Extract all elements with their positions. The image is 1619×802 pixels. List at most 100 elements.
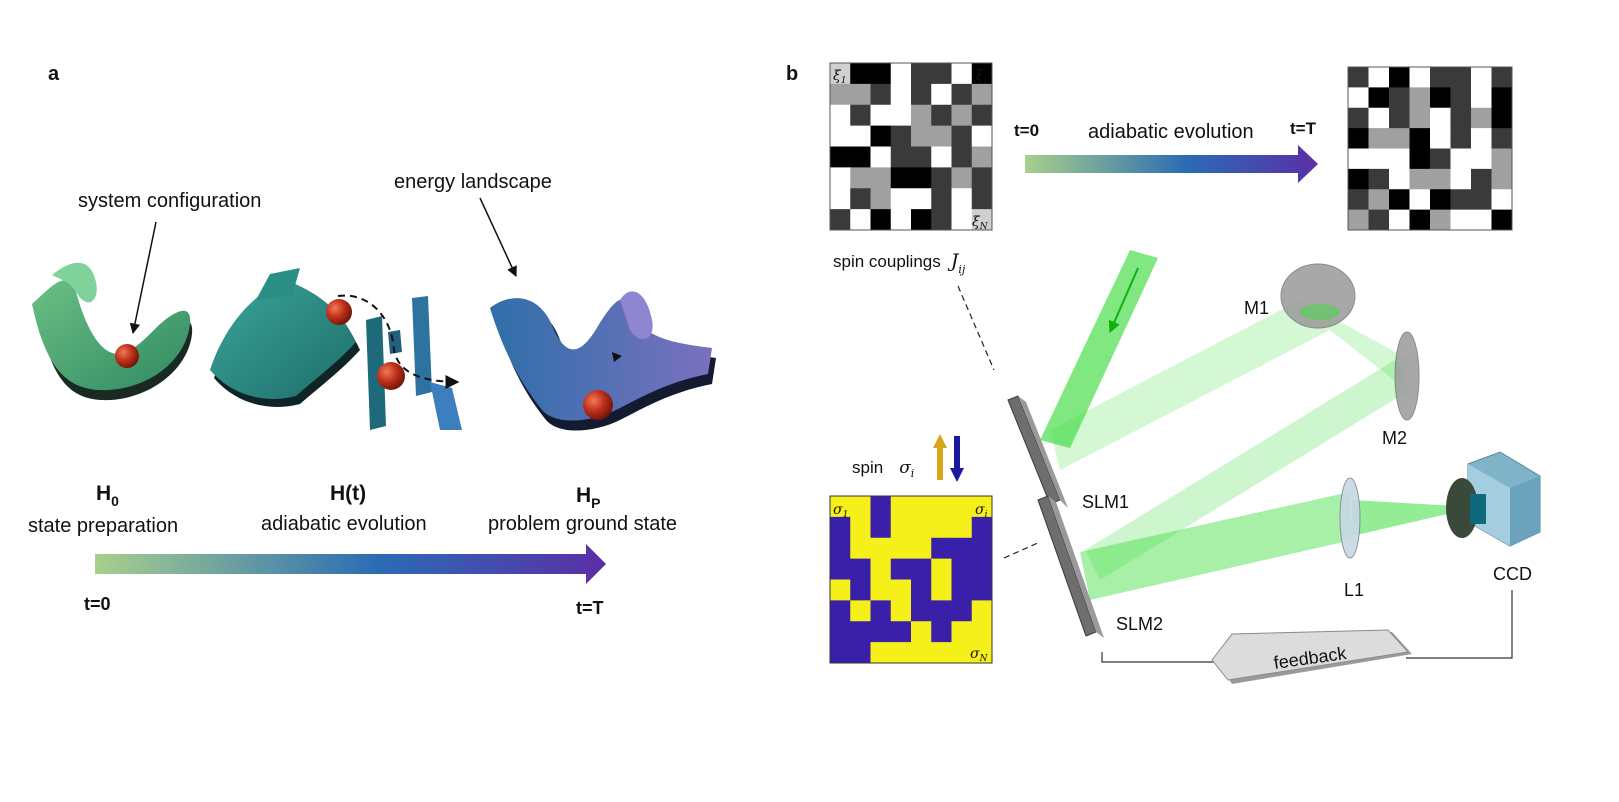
xi-matrix-cell [1348, 189, 1369, 211]
sigma-matrix-cell [850, 558, 871, 580]
xi-matrix-cell [830, 104, 851, 127]
sigma-matrix-cell [830, 621, 851, 643]
xi-matrix-cell [1368, 168, 1390, 190]
sigma-matrix-cell [850, 496, 871, 518]
xi-matrix-cell [951, 188, 973, 210]
xi-matrix-cell [971, 104, 993, 127]
sigma-matrix-cell [870, 496, 892, 518]
initial-landscape [32, 262, 193, 401]
sigma-matrix-cell [870, 516, 892, 539]
xi-matrix-cell [931, 167, 952, 189]
sigma-matrix-cell [951, 537, 973, 560]
energy-landscape-pointer [479, 197, 517, 277]
xi-matrix-cell [830, 83, 851, 106]
xi-matrix-cell [1430, 168, 1451, 190]
xi-matrix-cell [911, 104, 932, 127]
xi-matrix-cell [971, 63, 993, 85]
xi-matrix-cell [1430, 148, 1451, 170]
sigma-matrix-cell [931, 537, 952, 560]
xi-matrix-cell [1389, 87, 1410, 109]
xi-matrix-cell [870, 167, 892, 189]
xi-matrix-cell [890, 188, 912, 210]
xi-matrix-cell [890, 63, 912, 85]
sigma-matrix-cell [951, 600, 973, 622]
sigma-first-label: σ1 [833, 502, 848, 520]
sigma-matrix-cell [931, 621, 952, 643]
panel-b-letter: b [786, 63, 798, 85]
sigma-leader [1003, 541, 1041, 559]
sigma-matrix-cell [830, 600, 851, 622]
sigma-matrix-cell [830, 558, 851, 580]
sigma-matrix-cell [931, 516, 952, 539]
intermediate-landscape [210, 268, 462, 430]
xi-matrix-cell [1409, 87, 1431, 109]
ht-label: H(t) [330, 482, 366, 505]
xi-matrix-cell [1471, 87, 1492, 109]
xi-matrix-cell [1471, 128, 1492, 149]
sigma-matrix-cell [911, 621, 932, 643]
system-configuration-label: system configuration [78, 190, 261, 212]
xi-matrix-cell [1471, 168, 1492, 190]
b-time-end-label: t=T [1290, 119, 1317, 138]
xi-first-label: ξ1 [833, 68, 846, 86]
xi-matrix-initial [830, 63, 993, 231]
xi-matrix-cell [951, 125, 973, 147]
sigma-matrix-cell [870, 600, 892, 622]
xi-matrix-cell [1389, 128, 1410, 149]
xi-matrix-cell [911, 83, 932, 106]
xi-matrix-cell [890, 125, 912, 147]
xi-matrix-cell [911, 63, 932, 85]
xi-matrix-cell [870, 188, 892, 210]
xi-matrix-cell [870, 209, 892, 231]
sigma-matrix [830, 496, 993, 664]
sigma-matrix-cell [890, 516, 912, 539]
xi-matrix-cell [1389, 209, 1410, 231]
sigma-matrix-cell [850, 642, 871, 664]
particle-ball-2 [326, 299, 352, 325]
sigma-matrix-cell [911, 579, 932, 601]
xi-matrix-cell [911, 146, 932, 168]
xi-matrix-cell [1348, 209, 1369, 231]
spin-down-arrow-icon [950, 436, 964, 482]
sigma-matrix-cell [890, 537, 912, 560]
xi-matrix-cell [1430, 128, 1451, 149]
sigma-matrix-cell [951, 642, 973, 664]
xi-matrix-cell [1471, 209, 1492, 231]
time-start-label: t=0 [84, 594, 111, 614]
xi-matrix-cell [830, 63, 851, 85]
ccd-camera-icon [1446, 451, 1541, 547]
sigma-matrix-cell [890, 642, 912, 664]
sigma-last-label: σN [970, 646, 989, 664]
sigma-matrix-cell [931, 496, 952, 518]
xi-matrix-cell [870, 63, 892, 85]
m1-label: M1 [1244, 298, 1269, 318]
xi-matrix-cell [1389, 107, 1410, 129]
panel-a-letter: a [48, 63, 60, 85]
l1-label: L1 [1344, 580, 1364, 600]
sigma-matrix-cell [870, 558, 892, 580]
feedback-box [1211, 629, 1412, 684]
xi-matrix-cell [1450, 87, 1472, 109]
xi-matrix-cell [850, 125, 871, 147]
xi-matrix-cell [1471, 107, 1492, 129]
xi-matrix-cell [1348, 67, 1369, 88]
optical-setup: SLM1 SLM2 M1 M2 L1 CCD [1007, 250, 1541, 684]
sigma-matrix-cell [870, 579, 892, 601]
xi-matrix-cell [931, 146, 952, 168]
sigma-matrix-cell [951, 621, 973, 643]
feedback-line [1101, 590, 1513, 663]
xi-matrix-cell [1389, 148, 1410, 170]
xi-matrix-cell [890, 104, 912, 127]
sigma-matrix-cell [911, 600, 932, 622]
xi-matrix-cell [911, 167, 932, 189]
xi-matrix-cell [830, 209, 851, 231]
sigma-matrix-cell [971, 621, 993, 643]
xi-matrix-cell [1409, 67, 1431, 88]
beam-slm1-m1 [1050, 300, 1330, 470]
xi-matrix-cell [1409, 189, 1431, 211]
incoming-beam [1040, 250, 1158, 448]
sigma-matrix-cell [830, 516, 851, 539]
xi-matrix-cell [850, 83, 871, 106]
xi-matrix-cell [1450, 209, 1472, 231]
